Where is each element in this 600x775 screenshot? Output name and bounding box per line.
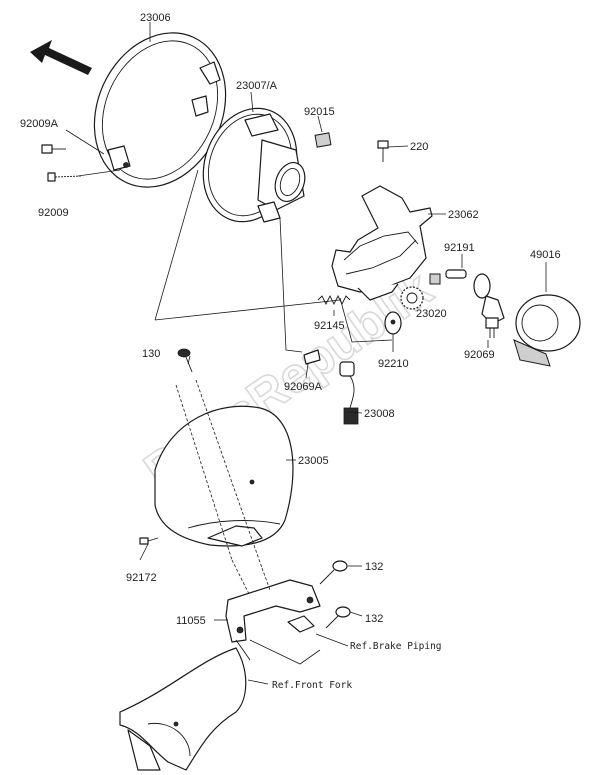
label-92069: 92069 [464, 349, 495, 361]
label-23007a: 23007/A [236, 80, 278, 92]
front-direction-arrow-icon [30, 40, 92, 75]
mounting-bracket-11055-part [225, 579, 321, 661]
label-23062: 23062 [448, 209, 479, 221]
bolt-130-part [177, 348, 193, 373]
brake-piping-clamp-part [287, 615, 315, 633]
label-23008: 23008 [364, 408, 395, 420]
label-49016: 49016 [530, 249, 561, 261]
screw-92009a-part [41, 144, 66, 154]
clip-92069a-part [303, 349, 321, 365]
label-92009: 92009 [38, 207, 69, 219]
screw-92172-part [139, 537, 159, 545]
label-92210: 92210 [378, 358, 409, 370]
label-220: 220 [410, 141, 428, 153]
spring-92145-part [317, 294, 351, 306]
rubber-cover-49016-part [513, 294, 581, 367]
headlight-housing-part [202, 107, 306, 223]
screw-220-part [377, 140, 389, 162]
pin-92191-part [445, 269, 467, 279]
screw-92009-part [47, 172, 83, 182]
label-23005: 23005 [298, 455, 329, 467]
front-fork-stay-part [119, 647, 247, 771]
washer-92210-part [384, 311, 402, 335]
label-23006: 23006 [140, 12, 171, 24]
label-92191: 92191 [444, 242, 475, 254]
label-11055: 11055 [176, 615, 206, 627]
label-92069a: 92069A [284, 381, 323, 393]
label-132-upper: 132 [365, 561, 383, 573]
label-130: 130 [142, 348, 160, 360]
label-92172: 92172 [126, 572, 157, 584]
headlight-bracket-part [331, 185, 433, 301]
bolt-132-lower-part [325, 606, 351, 629]
label-132-lower: 132 [365, 613, 383, 625]
leader-lines [65, 22, 547, 685]
nut-92015-part [314, 132, 332, 148]
position-lamp-23008-part [339, 361, 359, 425]
label-23020: 23020 [416, 308, 447, 320]
headlight-shell-23005-part [154, 405, 294, 547]
label-92015: 92015 [304, 106, 335, 118]
bolt-132-upper-part [319, 560, 348, 585]
socket-23020-part [400, 273, 441, 310]
label-92009a: 92009A [20, 118, 59, 130]
bulb-92069-part [473, 273, 505, 338]
label-ref-front-fork: Ref.Front Fork [272, 680, 352, 691]
label-ref-brake-piping: Ref.Brake Piping [350, 641, 442, 652]
label-92145: 92145 [314, 320, 345, 332]
